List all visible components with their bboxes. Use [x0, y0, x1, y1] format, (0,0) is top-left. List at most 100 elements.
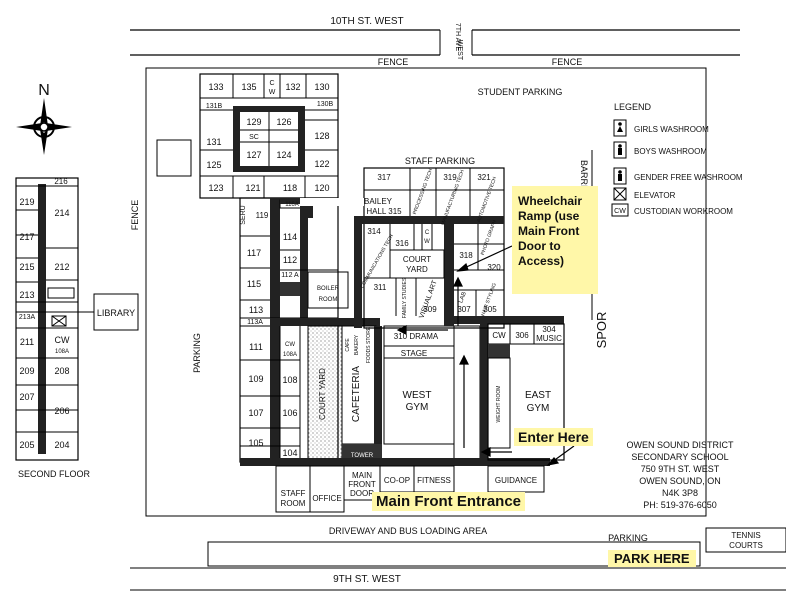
room-131: 131: [206, 137, 221, 147]
room-204: 204: [54, 440, 69, 450]
room-112: 112: [283, 255, 297, 265]
fence-left-label: FENCE: [130, 200, 140, 231]
ramp-line-1: Wheelchair: [518, 194, 583, 208]
room-121: 121: [245, 183, 260, 193]
ave-line1: 7TH AVE: [454, 23, 461, 52]
room-305: 305: [483, 305, 497, 314]
street-10th: 10TH ST. WEST 7TH AVE WEST: [130, 16, 740, 61]
cw-east-c: C: [425, 230, 430, 236]
room-219: 219: [19, 197, 34, 207]
room-215: 215: [19, 262, 34, 272]
bakery-label: BAKERY: [354, 334, 360, 355]
second-floor-title: SECOND FLOOR: [18, 469, 91, 479]
fence-mid-label: FENCE: [378, 57, 409, 67]
room-126: 126: [276, 117, 291, 127]
staff-room-2: ROOM: [281, 499, 306, 508]
boiler-room-1: BOILER: [317, 286, 340, 292]
room-213: 213: [19, 290, 34, 300]
ramp-line-5: Access): [518, 254, 565, 268]
room-124: 124: [276, 150, 291, 160]
lab-label: LAB: [458, 291, 468, 304]
student-parking-label: STUDENT PARKING: [478, 87, 563, 97]
guidance-label: GUIDANCE: [495, 476, 537, 485]
room-108: 108: [282, 375, 297, 385]
east-gym-2: GYM: [527, 403, 550, 414]
room-129: 129: [246, 117, 261, 127]
fence-right-label: FENCE: [552, 57, 583, 67]
bailey-hall-2: HALL 315: [366, 207, 402, 216]
room-306: 306: [515, 331, 529, 340]
park-here-callout: PARK HERE: [608, 550, 696, 567]
room-cw-2f: CW: [55, 335, 70, 345]
fitness-label: FITNESS: [417, 476, 451, 485]
room-321: 321: [477, 173, 491, 182]
room-130: 130: [314, 82, 329, 92]
room-318: 318: [459, 251, 473, 260]
room-111: 111: [249, 342, 263, 352]
second-floor-plan: 216 219 214 217 215 212 213 213A 211 CW …: [15, 177, 139, 479]
library-label: LIBRARY: [97, 308, 135, 318]
ramp-line-2: Ramp (use: [518, 209, 580, 223]
east-courtyard-2: YARD: [406, 265, 428, 274]
room-107: 107: [248, 408, 263, 418]
seru-label: SERU: [240, 205, 247, 224]
cafeteria-label: CAFETERIA: [351, 366, 362, 422]
room-207: 207: [19, 392, 34, 402]
legend-title: LEGEND: [614, 102, 652, 112]
room-117: 117: [247, 248, 261, 258]
parking-bottom-label: PARKING: [608, 533, 648, 543]
east-gym-block: CW 306 304 MUSIC WEIGHT ROOM EAST GYM: [454, 316, 565, 461]
room-108a-2f: 108A: [55, 349, 69, 355]
school-name-1: OWEN SOUND DISTRICT: [627, 440, 735, 450]
room-206: 206: [54, 406, 69, 416]
room-128: 128: [314, 131, 329, 141]
weight-room: WEIGHT ROOM: [496, 386, 502, 423]
west-courtyard: COURT YARD: [318, 368, 327, 420]
room-131b: 131B: [206, 103, 223, 110]
room-105: 105: [248, 438, 263, 448]
west-wing: 116A SERU 119 117 114 112 112 A 115 BOIL…: [239, 197, 380, 463]
room-214: 214: [54, 208, 69, 218]
room-311: 311: [374, 283, 387, 292]
legend-item-boys: BOYS WASHROOM: [634, 147, 707, 156]
route-arrows: [396, 245, 575, 466]
room-319: 319: [443, 173, 457, 182]
driveway-label: DRIVEWAY AND BUS LOADING AREA: [329, 526, 487, 536]
room-122: 122: [314, 159, 329, 169]
east-courtyard-1: COURT: [403, 255, 431, 264]
cw-east-gym: CW: [492, 331, 506, 340]
legend-item-girls: GIRLS WASHROOM: [634, 125, 709, 134]
room-135: 135: [241, 82, 256, 92]
room-208: 208: [54, 366, 69, 376]
room-217: 217: [19, 232, 34, 242]
tennis-1: TENNIS: [731, 531, 760, 540]
room-316: 316: [395, 239, 409, 248]
cw-top-w: W: [269, 89, 276, 96]
room-120: 120: [314, 183, 329, 193]
room-307: 307: [457, 305, 471, 314]
family-studies: FAMILY STUDIES: [402, 277, 408, 318]
room-320: 320: [487, 263, 501, 272]
street-top-label: 10TH ST. WEST: [330, 16, 403, 27]
street-9th: DRIVEWAY AND BUS LOADING AREA 9TH ST. WE…: [130, 515, 786, 591]
legend-cw-code: CW: [614, 208, 626, 215]
courtyard-cafeteria: COURT YARD CAFETERIA CAFE BAKERY FOODS S…: [307, 325, 382, 463]
office-label: OFFICE: [312, 494, 341, 503]
room-314: 314: [367, 227, 381, 236]
photography: PHOTO GRAPH: [480, 219, 498, 256]
room-212: 212: [54, 262, 69, 272]
boiler-room-2: ROOM: [319, 297, 338, 303]
ave-line2: WEST: [456, 40, 463, 61]
room-112a: 112 A: [281, 272, 299, 279]
room-317: 317: [377, 173, 391, 182]
east-wing: STAFF PARKING 317 319 321 PROCESSING TEC…: [354, 156, 505, 329]
school-addr-2: OWEN SOUND, ON: [639, 476, 721, 486]
room-130b: 130B: [317, 101, 334, 108]
school-phone: PH: 519-376-6050: [643, 500, 717, 510]
school-name-2: SECONDARY SCHOOL: [631, 452, 728, 462]
street-bottom-label: 9TH ST. WEST: [333, 574, 401, 585]
north-label: N: [38, 82, 50, 99]
cw-top-c: C: [269, 80, 274, 87]
room-sc: SC: [249, 134, 259, 141]
